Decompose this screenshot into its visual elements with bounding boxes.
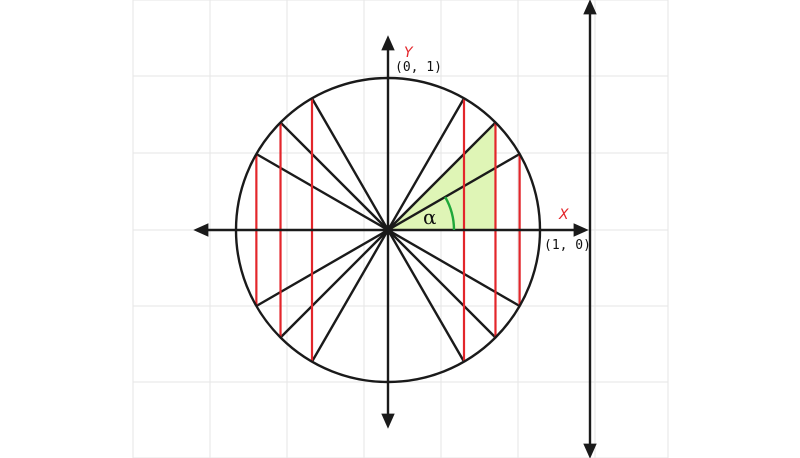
x-axis-label: X [558,207,569,223]
point-top-label: (0, 1) [395,60,442,75]
angle-label: α [423,205,437,229]
angle-arc [444,196,456,231]
origin-point [383,225,393,235]
y-axis-label: Y [404,45,414,61]
point-right-label: (1, 0) [544,238,591,253]
